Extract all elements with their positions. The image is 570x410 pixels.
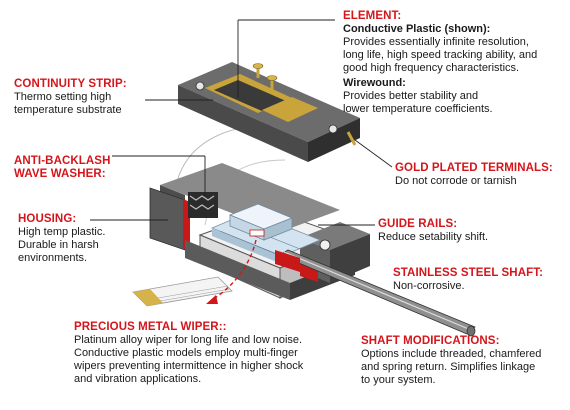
gold-terminals-heading: GOLD PLATED TERMINALS:: [395, 162, 553, 174]
conductive-line: long life, high speed tracking ability, …: [343, 49, 538, 61]
gold-terminals-line: Do not corrode or tarnish: [395, 175, 517, 187]
wirewound-heading: Wirewound:: [343, 77, 406, 89]
wave-washer: [188, 192, 218, 218]
callout-element: ELEMENT: Conductive Plastic (shown): Pro…: [343, 10, 565, 116]
wiper-line: wipers preventing intermittence in highe…: [74, 360, 304, 372]
guide-rails-heading: GUIDE RAILS:: [378, 218, 458, 230]
shaft-modifications-line: Options include threaded, chamfered: [361, 348, 542, 360]
shaft-modifications-line: and spring return. Simplifies linkage: [361, 361, 536, 373]
callout-gold-terminals: GOLD PLATED TERMINALS: Do not corrode or…: [395, 162, 565, 188]
slider-carriage: [228, 203, 294, 241]
wiper-tag: [249, 229, 265, 237]
housing-line: High temp plastic.: [18, 226, 106, 238]
anti-backlash-heading-line: WAVE WASHER:: [14, 168, 106, 180]
wiper-detail: [132, 276, 233, 307]
callout-housing: HOUSING: High temp plastic. Durable in h…: [18, 213, 128, 265]
shaft-modifications-line: to your system.: [361, 374, 436, 386]
callout-anti-backlash: ANTI-BACKLASH WAVE WASHER:: [14, 155, 124, 181]
leader-lines: [90, 19, 393, 226]
wirewound-line: lower temperature coefficients.: [343, 103, 493, 115]
stainless-shaft-line: Non-corrosive.: [393, 280, 465, 292]
wiper-line: Platinum alloy wiper for long life and l…: [74, 334, 303, 346]
conductive-line: good high frequency characteristics.: [343, 62, 520, 74]
continuity-strip-line: Thermo setting high: [14, 91, 112, 103]
wiper-line: and vibration applications.: [74, 373, 202, 385]
shaft-seal: [275, 250, 300, 272]
housing-line: environments.: [18, 252, 88, 264]
callout-shaft-modifications: SHAFT MODIFICATIONS: Options include thr…: [361, 335, 567, 387]
callout-stainless-shaft: STAINLESS STEEL SHAFT: Non-corrosive.: [393, 267, 565, 293]
conductive-line: Provides essentially infinite resolution…: [343, 36, 529, 48]
leader-gold-terminals: [354, 139, 393, 168]
wiper-detail-arrow: [211, 239, 257, 301]
element-heading: ELEMENT:: [343, 10, 402, 22]
continuity-strip-line: temperature substrate: [14, 104, 122, 116]
continuity-strip-heading: CONTINUITY STRIP:: [14, 78, 127, 90]
housing-line: Durable in harsh: [18, 239, 99, 251]
element-plate: [178, 62, 360, 162]
gold-terminal-pin: [346, 131, 357, 146]
stainless-shaft-heading: STAINLESS STEEL SHAFT:: [393, 267, 544, 279]
callout-guide-rails: GUIDE RAILS: Reduce setability shift.: [378, 218, 558, 244]
wiper-heading: PRECIOUS METAL WIPER::: [74, 321, 227, 333]
wiper-line: Conductive plastic models employ multi-f…: [74, 347, 298, 359]
element-resistive-track: [214, 80, 286, 111]
callout-continuity-strip: CONTINUITY STRIP: Thermo setting high te…: [14, 78, 154, 117]
guide-rails-line: Reduce setability shift.: [378, 231, 489, 243]
wirewound-line: Provides better stability and: [343, 90, 479, 102]
housing-heading: HOUSING:: [18, 213, 77, 225]
wiper-arrow-head: [206, 295, 218, 304]
conductive-plastic-heading: Conductive Plastic (shown):: [343, 23, 491, 35]
callout-precious-metal-wiper: PRECIOUS METAL WIPER:: Platinum alloy wi…: [74, 321, 374, 386]
shaft-modifications-heading: SHAFT MODIFICATIONS:: [361, 335, 500, 347]
anti-backlash-heading-line: ANTI-BACKLASH: [14, 155, 111, 167]
stainless-shaft: [275, 249, 476, 337]
